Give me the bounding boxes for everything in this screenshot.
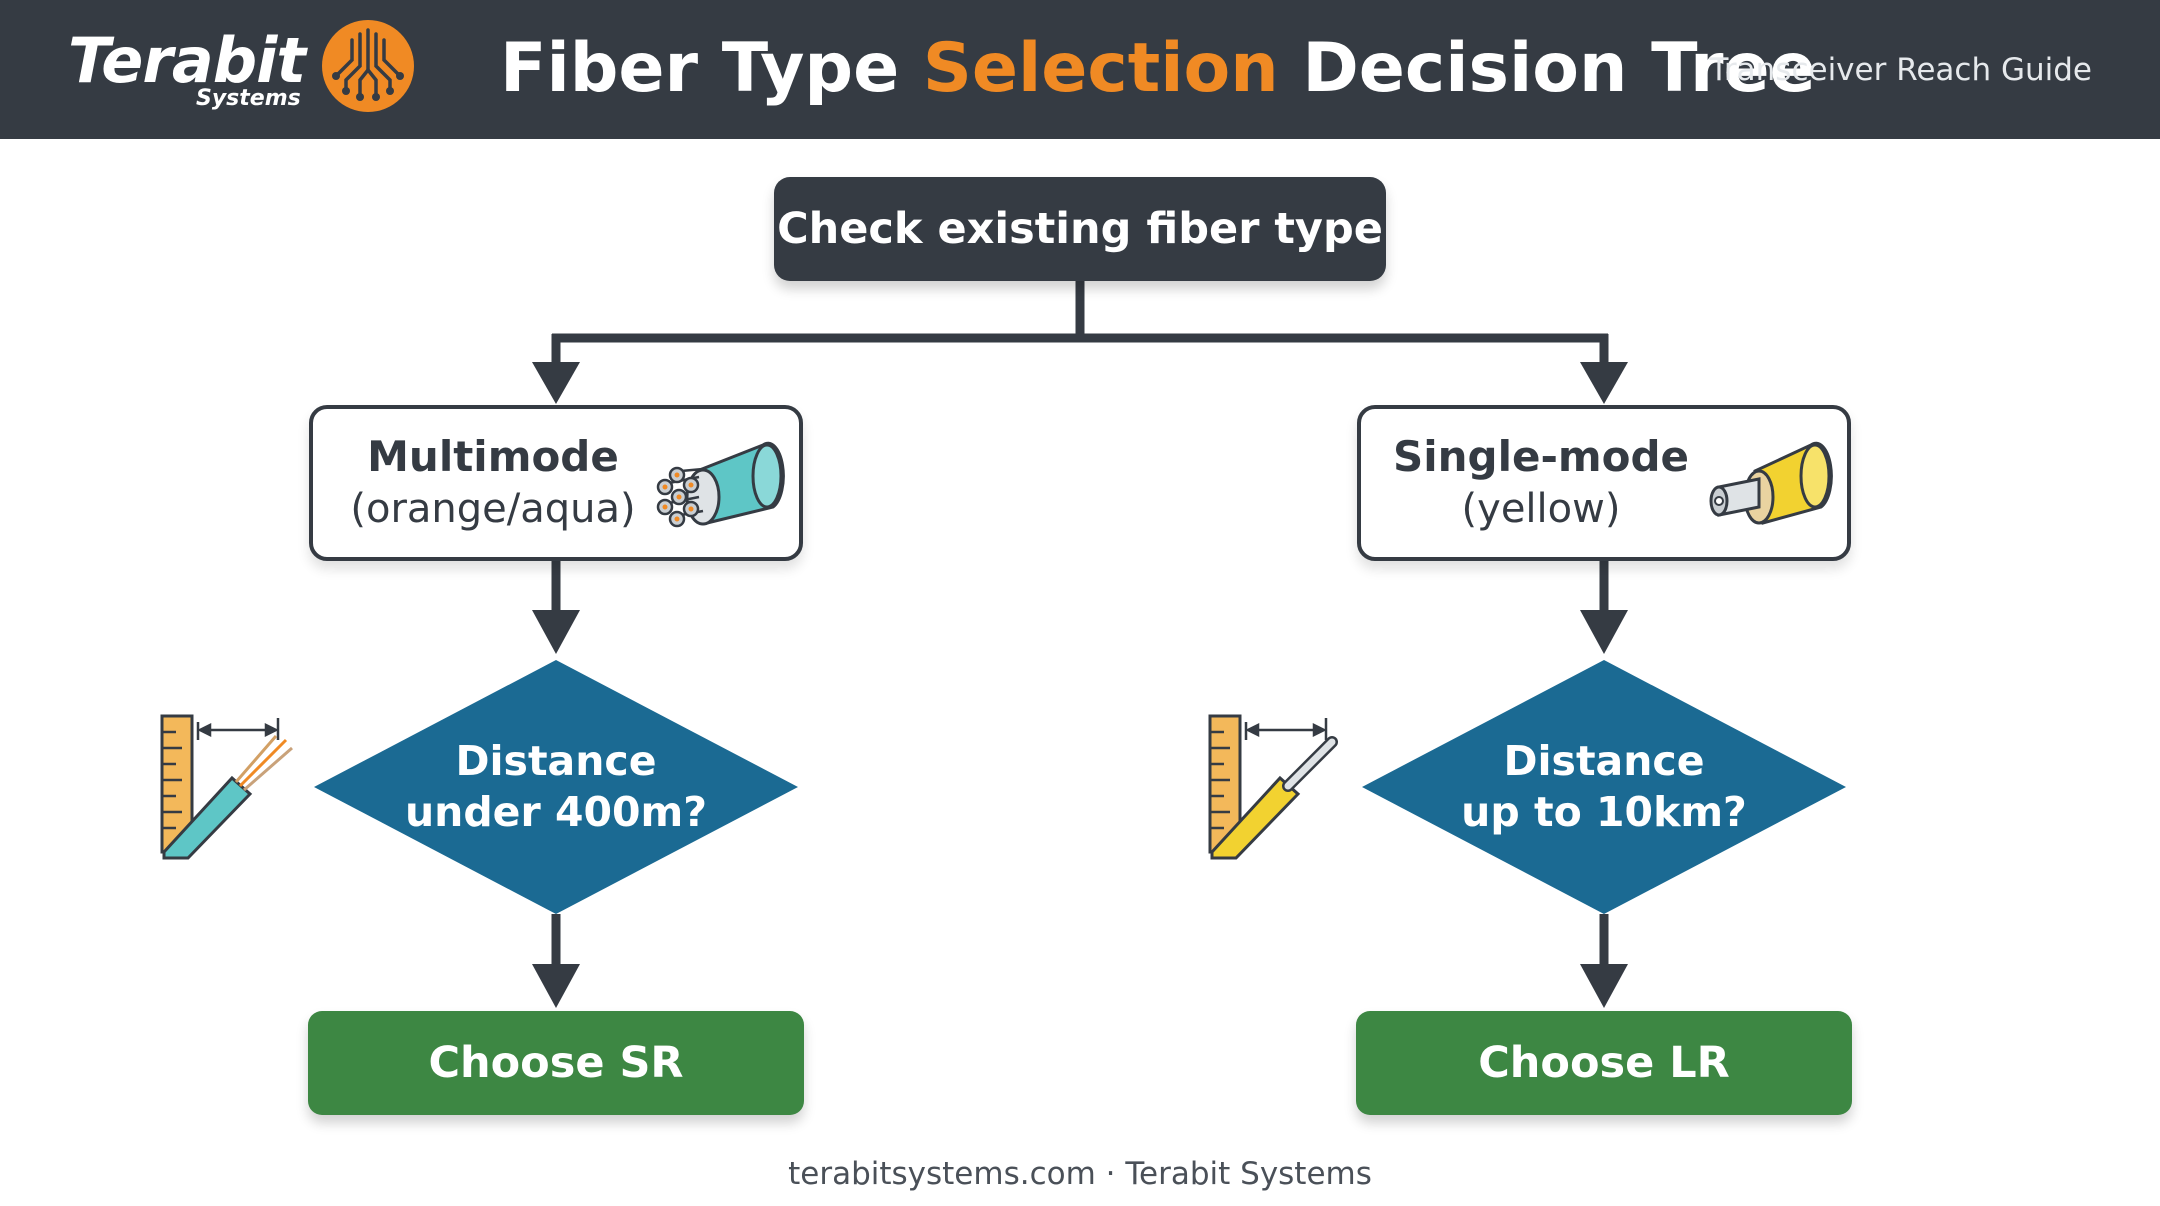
circuit-logo-icon: [322, 20, 414, 112]
decision-text: under 400m?: [404, 788, 708, 836]
result-lr: Choose LR: [1356, 1011, 1852, 1115]
singlemode-cable-icon: [1709, 441, 1833, 525]
fiber-type-name: Single-mode: [1392, 432, 1690, 481]
decision-text: Distance: [455, 737, 657, 786]
arrow-head: [1580, 610, 1628, 654]
arrow-head: [1580, 362, 1628, 404]
arrow-head: [1580, 964, 1628, 1008]
brand-subtitle: Systems: [196, 86, 301, 111]
arrow-head: [532, 362, 580, 404]
start-node: Check existing fiber type: [774, 177, 1386, 281]
fiber-type-name: Multimode: [367, 432, 619, 481]
page-subtitle: Transceiver Reach Guide: [1709, 52, 2092, 88]
decision-diamond: Distance up to 10km?: [1358, 656, 1850, 918]
multimode-cable-icon: [656, 441, 785, 528]
result-sr: Choose SR: [308, 1011, 804, 1115]
decision-diamond: Distance under 400m?: [310, 656, 802, 918]
footer-credit: terabitsystems.com · Terabit Systems: [788, 1156, 1372, 1192]
ruler-cable-icon: [160, 714, 293, 860]
multimode-node: Multimode (orange/aqua): [309, 405, 803, 561]
arrow-head: [532, 964, 580, 1008]
decision-text: up to 10km?: [1461, 788, 1747, 836]
title-accent: Selection: [922, 29, 1279, 108]
page-title: Fiber Type Selection Decision Tree: [500, 29, 1816, 108]
fiber-color-label: (yellow): [1461, 485, 1621, 532]
ruler-cable-icon: [1208, 714, 1338, 860]
header-bar: Terabit Systems Fiber Type Selection Dec…: [0, 0, 2160, 139]
brand-name: Terabit: [68, 24, 306, 97]
decision-text: Distance: [1503, 737, 1705, 786]
fiber-color-label: (orange/aqua): [350, 485, 636, 532]
arrow-head: [532, 610, 580, 654]
singlemode-node: Single-mode (yellow): [1357, 405, 1851, 561]
